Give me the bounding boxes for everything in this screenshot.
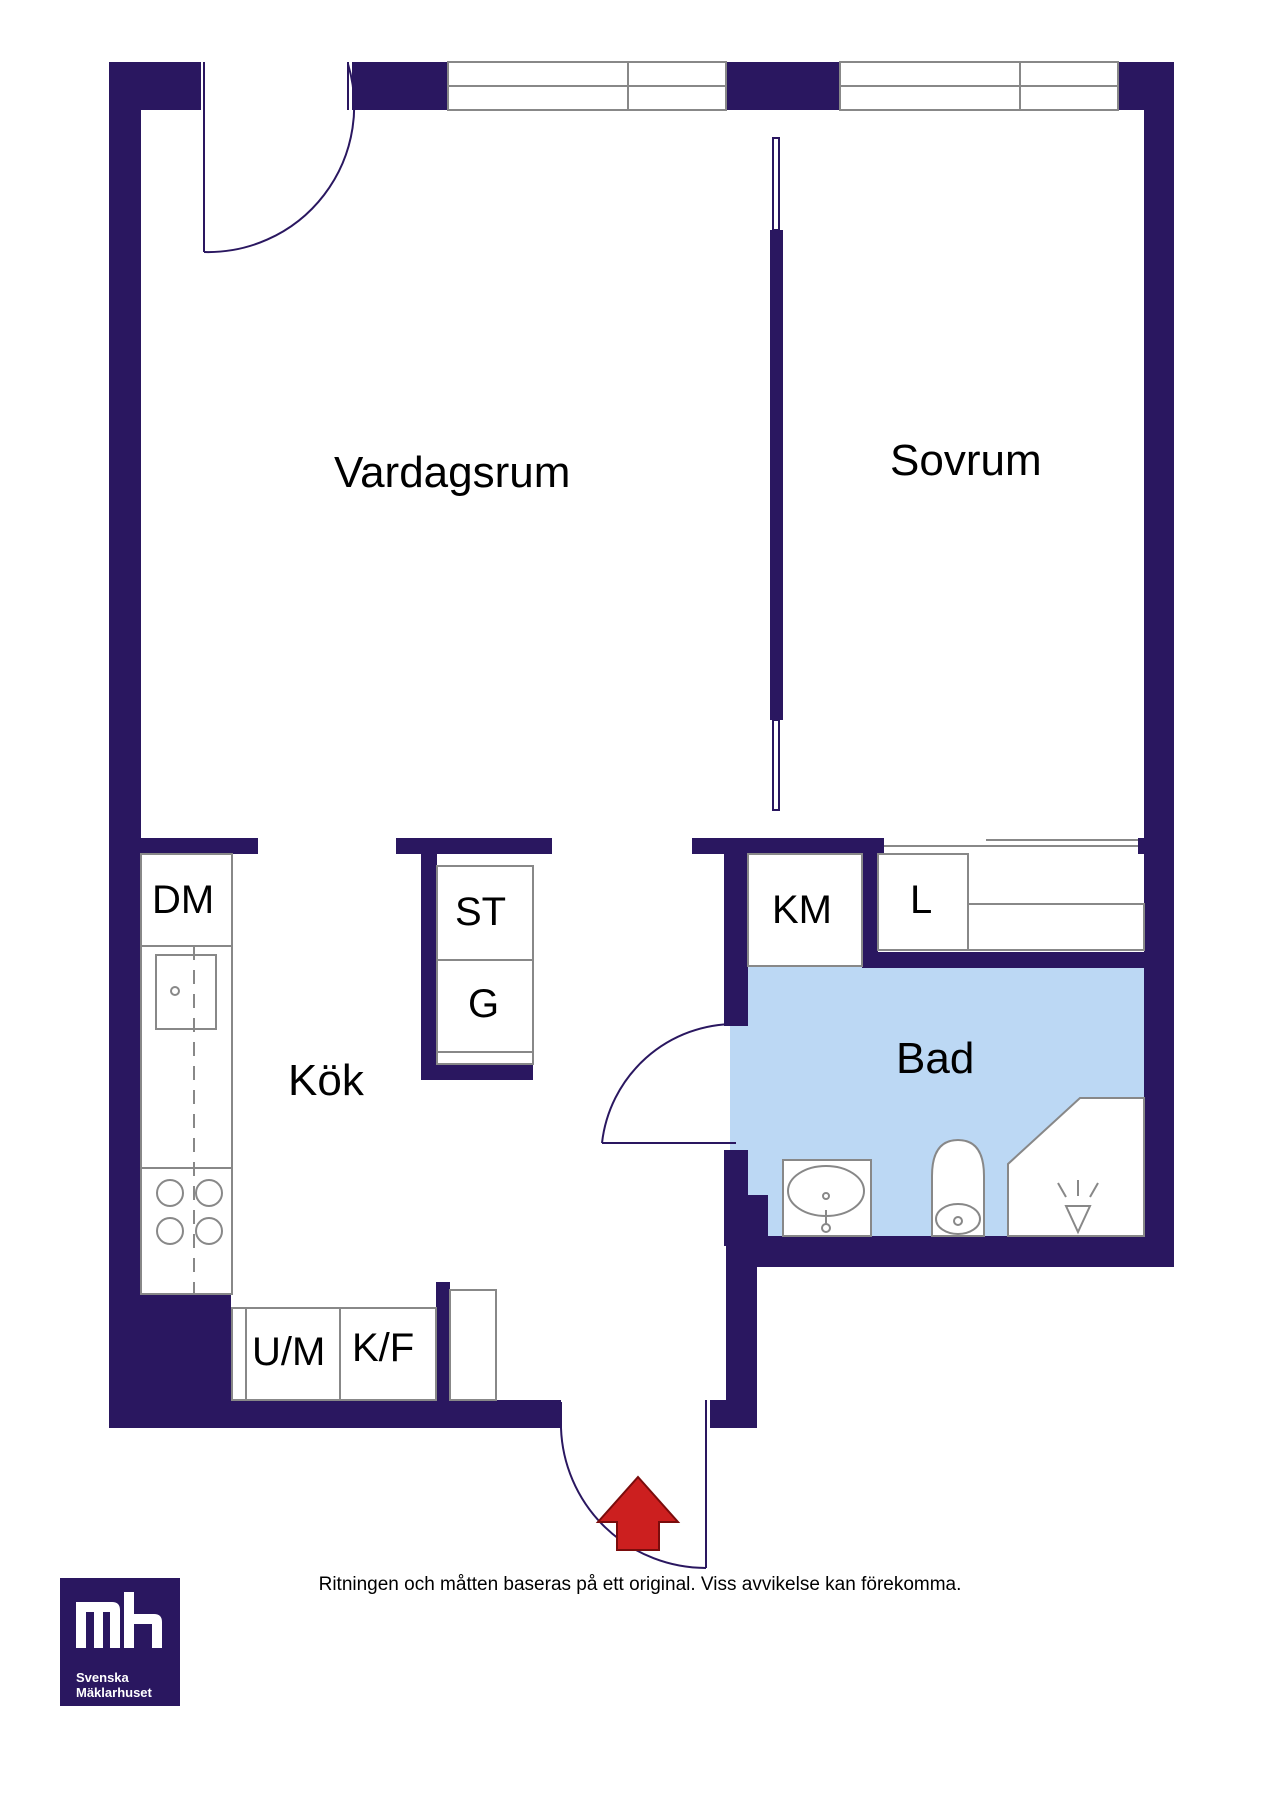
window-icon [447, 61, 1138, 847]
logo-mark-icon [76, 1592, 162, 1648]
walls [109, 62, 1174, 1428]
fixture-label-g: G [468, 982, 500, 1026]
room-label-vardagsrum: Vardagsrum [334, 448, 571, 497]
fixture-label-km: KM [772, 888, 832, 932]
room-label-kok: Kök [288, 1056, 364, 1105]
toilet-icon [931, 1138, 985, 1237]
fixture-label-l: L [910, 878, 933, 922]
kitchen-bottom-cabinets [231, 1289, 497, 1401]
door-icon [203, 62, 356, 254]
fixture-label-st: ST [455, 890, 507, 934]
sink-icon [782, 1159, 872, 1237]
logo-line-2: Mäklarhuset [76, 1685, 152, 1700]
entrance-arrow-icon [595, 1475, 681, 1551]
logo-line-1: Svenska [76, 1670, 129, 1685]
disclaimer-text: Ritningen och måtten baseras på ett orig… [318, 1574, 962, 1595]
stove-icon [156, 1179, 223, 1245]
door-icon [560, 1400, 707, 1569]
fixture-label-kf: K/F [352, 1326, 415, 1370]
company-logo: Svenska Mäklarhuset [60, 1578, 180, 1706]
shower-icon [1007, 1097, 1145, 1237]
fixture-label-dm: DM [152, 878, 215, 922]
room-label-sovrum: Sovrum [890, 436, 1042, 485]
logo-text: Svenska Mäklarhuset [76, 1670, 152, 1700]
cabinet-st-g [436, 865, 534, 1065]
kitchen-counter [140, 853, 233, 1295]
fixture-label-um: U/M [252, 1330, 326, 1374]
door-icon [601, 1022, 737, 1144]
closets [747, 853, 1145, 967]
room-label-bad: Bad [896, 1034, 975, 1083]
sink-icon [170, 986, 180, 996]
